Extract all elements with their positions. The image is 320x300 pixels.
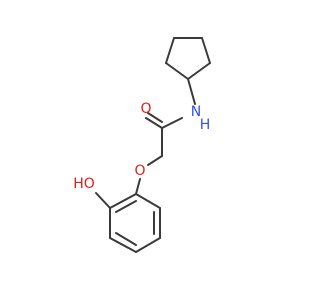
cyclopentyl-ring bbox=[165, 37, 211, 80]
bond-carbonyl-double-a bbox=[145, 117, 163, 129]
bond-ch2-to-ether-oxygen bbox=[147, 155, 163, 166]
bond-ring-to-hydroxyl bbox=[95, 192, 111, 209]
hydroxyl-label: HO bbox=[73, 176, 95, 192]
bond-ring-c4-c5 bbox=[201, 37, 211, 64]
bond-aromatic-4 bbox=[109, 237, 137, 253]
bond-aromatic-1 bbox=[135, 193, 161, 209]
bond-aromatic-3 bbox=[135, 237, 161, 253]
oxygen-carbonyl-label: O bbox=[140, 101, 151, 117]
benzene-ring bbox=[109, 193, 161, 253]
bond-ether-oxygen-to-ring bbox=[135, 178, 141, 195]
bond-aromatic-6 bbox=[109, 193, 137, 209]
bond-carbonyl-double-b bbox=[147, 112, 163, 123]
bond-ring-c1-c2 bbox=[165, 62, 189, 80]
molecule-diagram: O N H O HO bbox=[73, 37, 211, 253]
nitrogen-amide-label: N bbox=[191, 104, 201, 120]
bond-ring-to-nitrogen bbox=[187, 78, 196, 105]
bond-ring-c5-c1 bbox=[187, 62, 211, 80]
molecule-structure: O N H O HO bbox=[73, 37, 211, 253]
hydrogen-amide-label: H bbox=[200, 117, 211, 133]
oxygen-ether-label: O bbox=[134, 163, 145, 179]
bond-aromatic-4-inner bbox=[115, 232, 137, 246]
bond-nitrogen-to-carbonyl-carbon bbox=[161, 117, 183, 129]
bond-aromatic-6-inner bbox=[115, 200, 137, 213]
bond-ring-c2-c3 bbox=[165, 37, 175, 64]
